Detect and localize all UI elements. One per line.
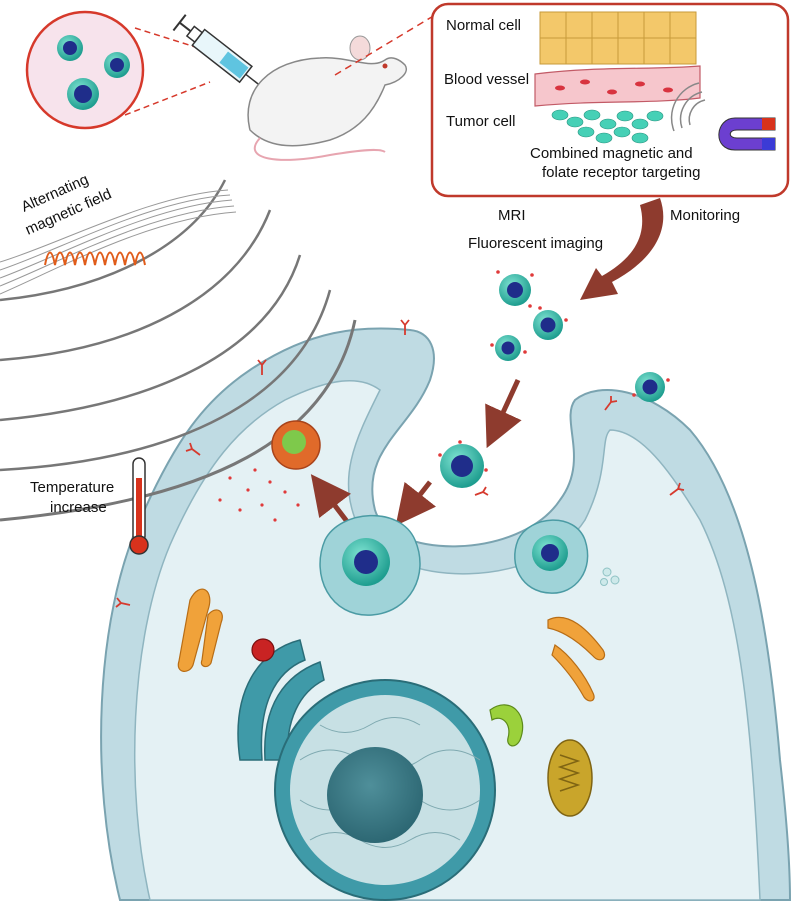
magnet-icon [670,82,706,132]
normal-cell-label: Normal cell [446,17,521,34]
endosome-small [514,519,589,594]
nanoparticle-zoom [25,10,211,130]
free-nanoparticles [438,270,670,488]
blood-vessel-label: Blood vessel [444,71,529,88]
blood-vessel-icon [534,65,701,107]
syringe-icon [172,14,278,100]
golgi-left-icon [177,588,211,672]
monitoring-label: Monitoring [670,207,740,224]
temperature-label-line2: increase [50,499,107,516]
organelles [177,567,620,817]
heated-nanoparticle-icon [218,420,321,522]
tumor-cell-label: Tumor cell [446,113,515,130]
targeting-label-line2: folate receptor targeting [542,164,700,181]
endosome-large [319,514,421,616]
golgi-right-icon-2 [551,644,595,702]
magnetic-field-arcs [0,179,357,522]
big-arrow-icon [580,198,664,300]
targeting-panel [430,2,790,198]
nucleus [237,639,496,901]
alternating-field-coil-icon [0,189,237,295]
fluorescent-imaging-label: Fluorescent imaging [468,235,603,252]
injection-link [334,14,436,76]
golgi-left-icon-2 [200,609,223,668]
vesicles [600,567,620,586]
green-organelle-icon [489,704,524,747]
nanoparticle-icon [57,35,130,110]
normal-cells-icon [539,11,697,65]
mri-label: MRI [498,207,526,224]
golgi-right-icon [547,616,606,661]
tumor-cells-icon [551,109,664,144]
targeting-label-line1: Combined magnetic and [530,145,693,162]
temperature-label-line1: Temperature [30,479,114,496]
nucleolus [327,747,423,843]
mitochondria-icon [547,739,593,817]
lysosome-icon [251,638,275,662]
mouse-icon [247,35,407,161]
thermometer-icon [129,457,149,555]
